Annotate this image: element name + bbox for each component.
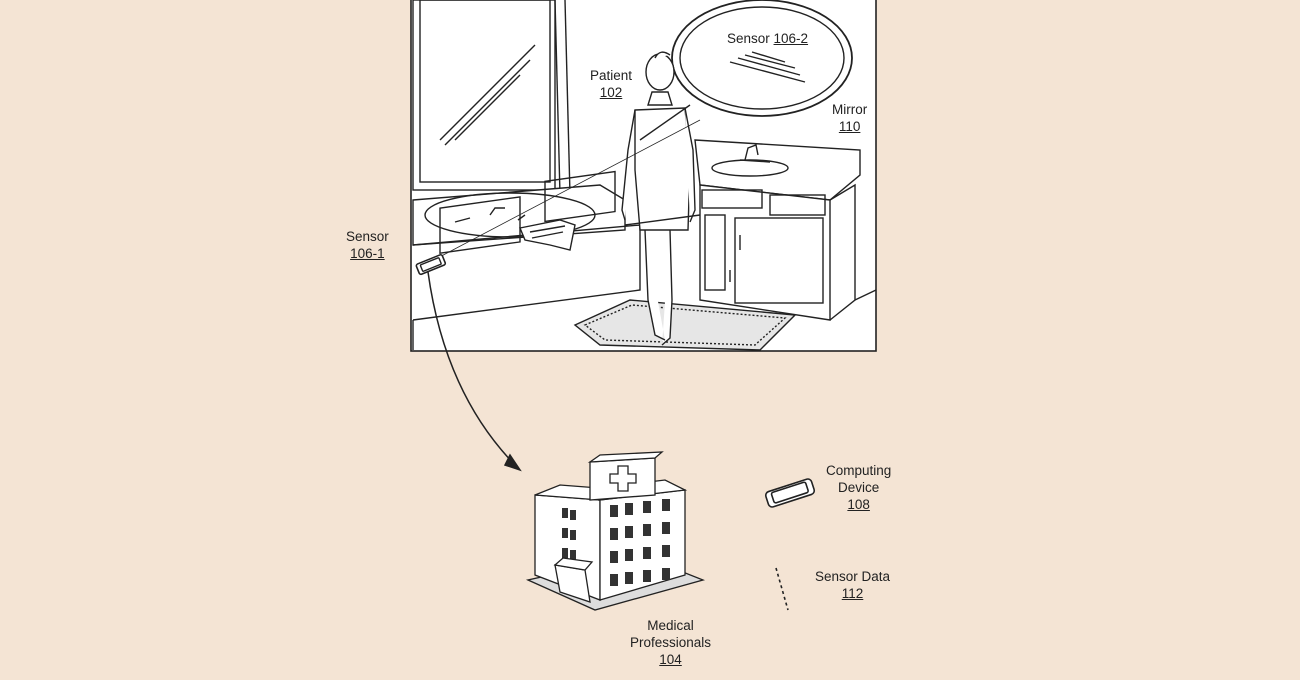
hospital-building-icon: [525, 451, 706, 611]
ref-104: 104: [659, 652, 682, 667]
vanity: [694, 139, 861, 321]
patient-figure: [621, 51, 696, 346]
label-sensor-106-2: Sensor 106-2: [727, 31, 809, 46]
sensor-device-icon: [415, 253, 447, 276]
label-computing-device: Computing Device 108: [826, 463, 892, 512]
label-sensor-106-1: Sensor 106-1: [346, 229, 389, 261]
ref-106-1: 106-1: [350, 246, 385, 261]
bath-rug: [573, 299, 797, 351]
label-sensor-data: Sensor Data 112: [815, 569, 891, 601]
ref-102: 102: [599, 85, 623, 100]
ref-112: 112: [841, 586, 864, 601]
ref-110: 110: [838, 119, 861, 134]
bathroom-scene: [410, 0, 877, 352]
label-patient: Patient 102: [590, 68, 633, 100]
label-mirror: Mirror 110: [832, 102, 868, 134]
ref-108: 108: [847, 497, 870, 512]
smartphone-icon: [764, 478, 816, 508]
data-flow-arrow: [427, 271, 522, 472]
sensor-data-stream: [775, 567, 789, 611]
ref-106-2: 106-2: [773, 31, 809, 46]
mirror: [671, 0, 853, 117]
window: [412, 0, 571, 196]
label-medical-professionals: Medical Professionals 104: [630, 618, 712, 667]
